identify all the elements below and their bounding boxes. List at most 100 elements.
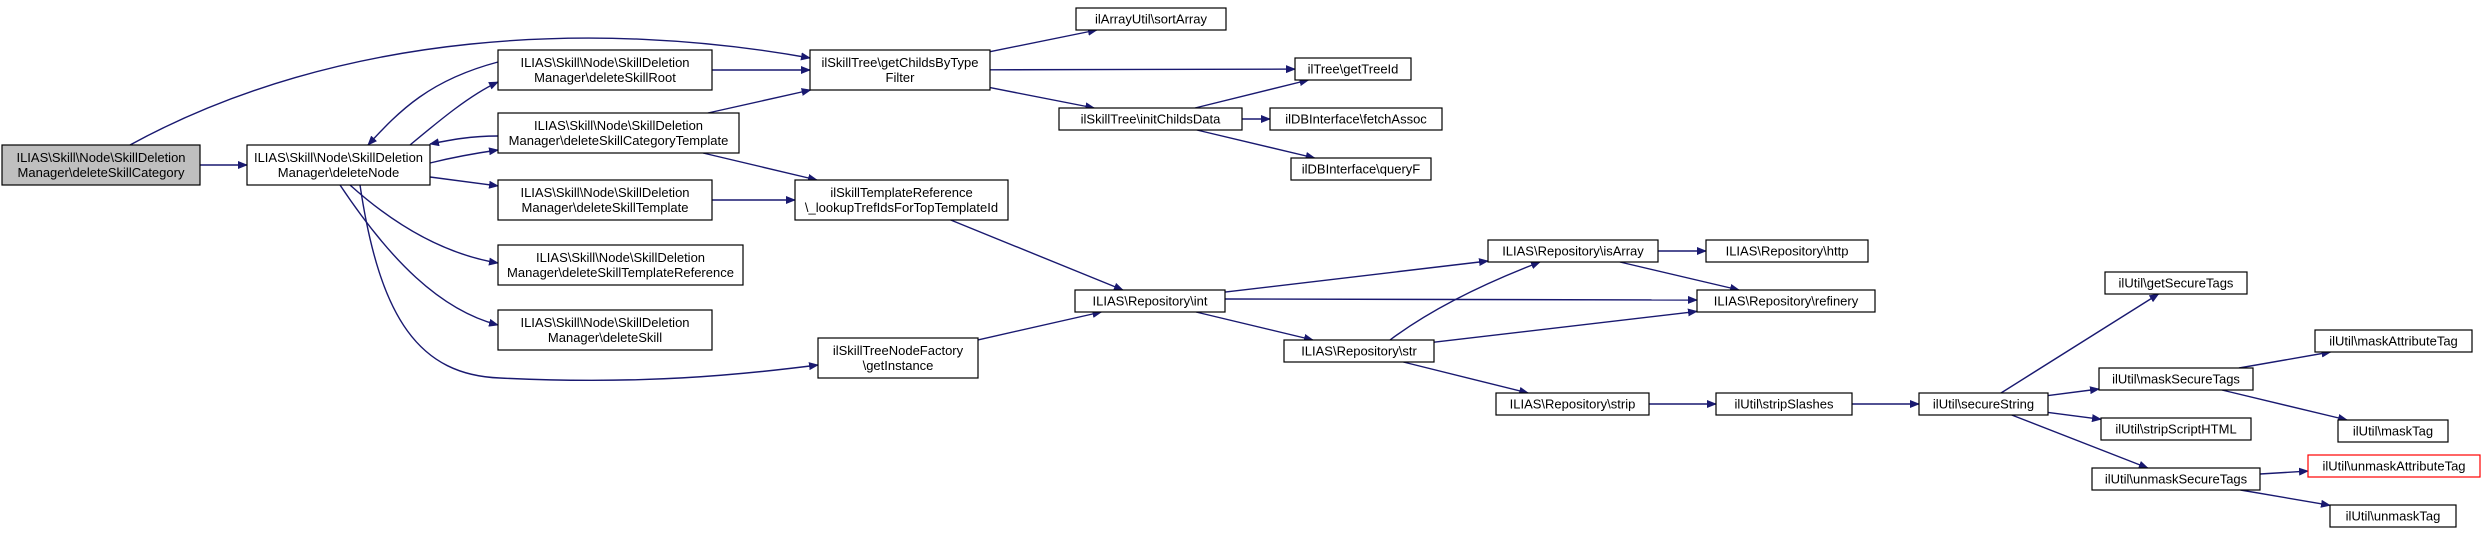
edge-maskSecureTags-to-maskAttributeTag [2238, 349, 2332, 369]
edge-secureString-to-maskSecureTags [2047, 386, 2100, 397]
node-label-line: ILIAS\Repository\http [1726, 244, 1849, 259]
node-label-line: Manager\deleteSkillRoot [534, 70, 676, 85]
node-repoIsArray[interactable]: ILIAS\Repository\isArray [1487, 239, 1659, 263]
node-maskSecureTags[interactable]: ilUtil\maskSecureTags [2098, 367, 2254, 391]
node-deleteSkillTemplate[interactable]: ILIAS\Skill\Node\SkillDeletionManager\de… [497, 179, 713, 221]
node-label-line: ilUtil\stripScriptHTML [2115, 422, 2236, 437]
node-queryF[interactable]: ilDBInterface\queryF [1290, 157, 1432, 181]
node-lookupTrefIds[interactable]: ilSkillTemplateReference\_lookupTrefIdsF… [794, 179, 1009, 221]
node-repoHttp[interactable]: ILIAS\Repository\http [1705, 239, 1869, 263]
node-label-line: ilUtil\secureString [1933, 397, 2034, 412]
node-box [1715, 392, 1853, 416]
node-stripSlashes[interactable]: ilUtil\stripSlashes [1715, 392, 1853, 416]
node-box [1074, 289, 1226, 313]
edge-getInstance-to-repoInt [977, 310, 1103, 341]
node-label-line: ilUtil\getSecureTags [2119, 276, 2234, 291]
node-unmaskTag[interactable]: ilUtil\unmaskTag [2329, 504, 2457, 528]
edge-repoInt-to-repoStr [1195, 311, 1314, 342]
node-box [1, 144, 201, 186]
node-maskTag[interactable]: ilUtil\maskTag [2337, 419, 2449, 443]
node-label-line: ilUtil\maskTag [2353, 424, 2433, 439]
node-label-line: \getInstance [863, 358, 934, 373]
edge-deleteSkillCategoryTemplate-to-getChildsByTypeFilter [707, 88, 812, 114]
edge-repoInt-to-repoRefinery [1224, 295, 1698, 304]
edge-unmaskSecureTags-to-unmaskAttributeTag [2259, 467, 2309, 476]
node-label-line: Filter [886, 70, 916, 85]
node-box [817, 337, 979, 379]
node-label-line: Manager\deleteSkillTemplate [522, 200, 689, 215]
node-label-line: Manager\deleteSkill [548, 330, 662, 345]
node-box [1696, 289, 1876, 313]
node-label-line: ILIAS\Skill\Node\SkillDeletion [16, 150, 185, 165]
node-label-line: ilUtil\unmaskSecureTags [2105, 472, 2248, 487]
node-label-line: ILIAS\Skill\Node\SkillDeletion [520, 55, 689, 70]
node-box [497, 309, 713, 351]
edge-deleteSkillRoot-to-deleteNode [367, 61, 499, 146]
node-unmaskAttributeTag[interactable]: ilUtil\unmaskAttributeTag [2307, 454, 2481, 478]
node-box [497, 244, 744, 286]
node-secureString[interactable]: ilUtil\secureString [1918, 392, 2049, 416]
node-box [1058, 107, 1243, 131]
edge-getChildsByTypeFilter-to-sortArray [989, 27, 1098, 53]
edge-deleteNode-to-deleteSkillCategoryTemplate [429, 147, 499, 164]
node-box [1705, 239, 1869, 263]
edge-root-to-getChildsByTypeFilter [129, 37, 811, 146]
node-label-line: ILIAS\Repository\strip [1510, 397, 1636, 412]
edge-deleteNode-to-deleteSkillRoot [409, 81, 499, 146]
node-deleteSkillRoot[interactable]: ILIAS\Skill\Node\SkillDeletionManager\de… [497, 49, 713, 91]
node-repoStrip[interactable]: ILIAS\Repository\strip [1495, 392, 1650, 416]
node-label-line: Manager\deleteNode [278, 165, 399, 180]
node-getSecureTags[interactable]: ilUtil\getSecureTags [2104, 271, 2248, 295]
node-label-line: ilUtil\maskAttributeTag [2329, 334, 2458, 349]
edge-repoStr-to-repoRefinery [1433, 308, 1698, 343]
node-initChildsData[interactable]: ilSkillTree\initChildsData [1058, 107, 1243, 131]
node-label-line: ilUtil\maskSecureTags [2112, 372, 2240, 387]
edge-secureString-to-unmaskSecureTags [2011, 414, 2149, 469]
node-deleteSkillCategoryTemplate[interactable]: ILIAS\Skill\Node\SkillDeletionManager\de… [497, 112, 740, 154]
node-maskAttributeTag[interactable]: ilUtil\maskAttributeTag [2314, 329, 2473, 353]
node-stripScriptHTML[interactable]: ilUtil\stripScriptHTML [2100, 417, 2252, 441]
node-repoStr[interactable]: ILIAS\Repository\str [1283, 339, 1435, 363]
edge-deleteNode-to-getInstance [359, 184, 819, 382]
node-label-line: ilSkillTemplateReference [830, 185, 972, 200]
node-box [1918, 392, 2049, 416]
node-box [497, 179, 713, 221]
node-box [1290, 157, 1432, 181]
node-label-line: Manager\deleteSkillTemplateReference [507, 265, 734, 280]
node-label-line: ILIAS\Repository\isArray [1502, 244, 1644, 259]
node-box [2104, 271, 2248, 295]
edge-lookupTrefIds-to-repoInt [950, 219, 1124, 291]
nodes-layer: ILIAS\Skill\Node\SkillDeletionManager\de… [1, 7, 2481, 528]
node-label-line: ilSkillTreeNodeFactory [833, 343, 964, 358]
node-box [1294, 57, 1412, 81]
edge-repoInt-to-repoIsArray [1224, 258, 1489, 293]
node-repoInt[interactable]: ILIAS\Repository\int [1074, 289, 1226, 313]
node-deleteNode[interactable]: ILIAS\Skill\Node\SkillDeletionManager\de… [246, 144, 431, 186]
node-root[interactable]: ILIAS\Skill\Node\SkillDeletionManager\de… [1, 144, 201, 186]
edge-deleteNode-to-deleteSkillTemplate [429, 176, 499, 189]
edge-initChildsData-to-getTreeId [1194, 78, 1310, 109]
node-box [246, 144, 431, 186]
edge-repoIsArray-to-repoRefinery [1619, 261, 1741, 292]
edge-unmaskSecureTags-to-unmaskTag [2240, 489, 2331, 508]
edge-deleteNode-to-deleteSkillTemplateReference [349, 184, 499, 266]
edge-secureString-to-stripScriptHTML [2047, 411, 2102, 423]
node-box [1495, 392, 1650, 416]
edge-deleteSkillCategoryTemplate-to-deleteNode [429, 135, 499, 147]
node-label-line: ILIAS\Repository\refinery [1714, 294, 1859, 309]
node-box [2329, 504, 2457, 528]
node-deleteSkillTemplateReference[interactable]: ILIAS\Skill\Node\SkillDeletionManager\de… [497, 244, 744, 286]
node-deleteSkill[interactable]: ILIAS\Skill\Node\SkillDeletionManager\de… [497, 309, 713, 351]
node-getTreeId[interactable]: ilTree\getTreeId [1294, 57, 1412, 81]
node-repoRefinery[interactable]: ILIAS\Repository\refinery [1696, 289, 1876, 313]
node-getInstance[interactable]: ilSkillTreeNodeFactory\getInstance [817, 337, 979, 379]
node-sortArray[interactable]: ilArrayUtil\sortArray [1075, 7, 1227, 31]
edges-layer [129, 27, 2349, 508]
node-label-line: ilUtil\unmaskAttributeTag [2322, 459, 2465, 474]
node-box [1487, 239, 1659, 263]
node-fetchAssoc[interactable]: ilDBInterface\fetchAssoc [1269, 107, 1443, 131]
node-unmaskSecureTags[interactable]: ilUtil\unmaskSecureTags [2091, 467, 2261, 491]
node-label-line: Manager\deleteSkillCategory [18, 165, 185, 180]
